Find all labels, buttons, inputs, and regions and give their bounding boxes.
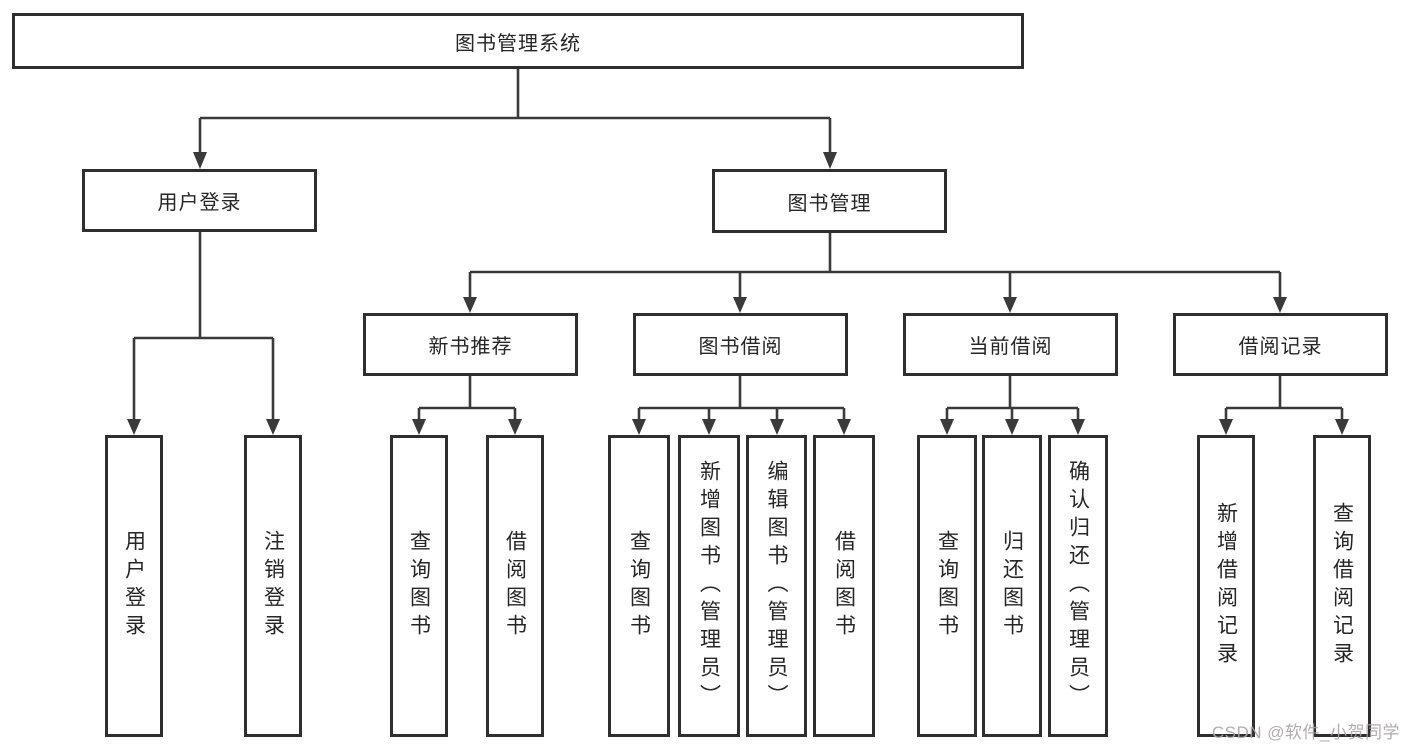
leaf-current-confirm-return-admin: 确认归还（管理员） xyxy=(1048,435,1108,737)
leaf-recommend-query-book: 查询图书 xyxy=(390,435,448,737)
node-user-login: 用户登录 xyxy=(82,169,317,232)
connector-book-management-children xyxy=(463,233,1287,313)
leaf-borrow-edit-book-admin: 编辑图书（管理员） xyxy=(746,435,807,737)
node-book-management: 图书管理 xyxy=(712,169,947,233)
leaf-current-query-book: 查询图书 xyxy=(917,435,977,737)
connector-book-borrow-children xyxy=(632,376,851,435)
leaf-borrow-add-book-admin: 新增图书（管理员） xyxy=(678,435,740,737)
connector-new-book-recommend-children xyxy=(412,376,522,435)
node-borrow-records: 借阅记录 xyxy=(1173,313,1388,376)
csdn-watermark: CSDN @软件_小贺同学 xyxy=(1211,723,1400,742)
connector-root-to-level1 xyxy=(193,69,837,169)
node-new-book-recommend: 新书推荐 xyxy=(363,313,578,376)
node-root: 图书管理系统 xyxy=(12,13,1024,69)
node-book-borrow: 图书借阅 xyxy=(633,313,848,376)
leaf-records-query-record: 查询借阅记录 xyxy=(1313,435,1371,737)
leaf-recommend-borrow-book: 借阅图书 xyxy=(486,435,544,737)
leaf-borrow-query-book: 查询图书 xyxy=(608,435,670,737)
node-current-borrow: 当前借阅 xyxy=(903,313,1118,376)
connector-current-borrow-children xyxy=(940,376,1085,435)
leaf-user-login: 用户登录 xyxy=(105,435,163,737)
leaf-current-return-book: 归还图书 xyxy=(982,435,1042,737)
leaf-logout: 注销登录 xyxy=(244,435,302,737)
connector-user-login-children xyxy=(127,232,280,435)
connector-borrow-records-children xyxy=(1219,376,1349,435)
leaf-records-add-record: 新增借阅记录 xyxy=(1197,435,1255,737)
leaf-borrow-borrow-book: 借阅图书 xyxy=(813,435,875,737)
